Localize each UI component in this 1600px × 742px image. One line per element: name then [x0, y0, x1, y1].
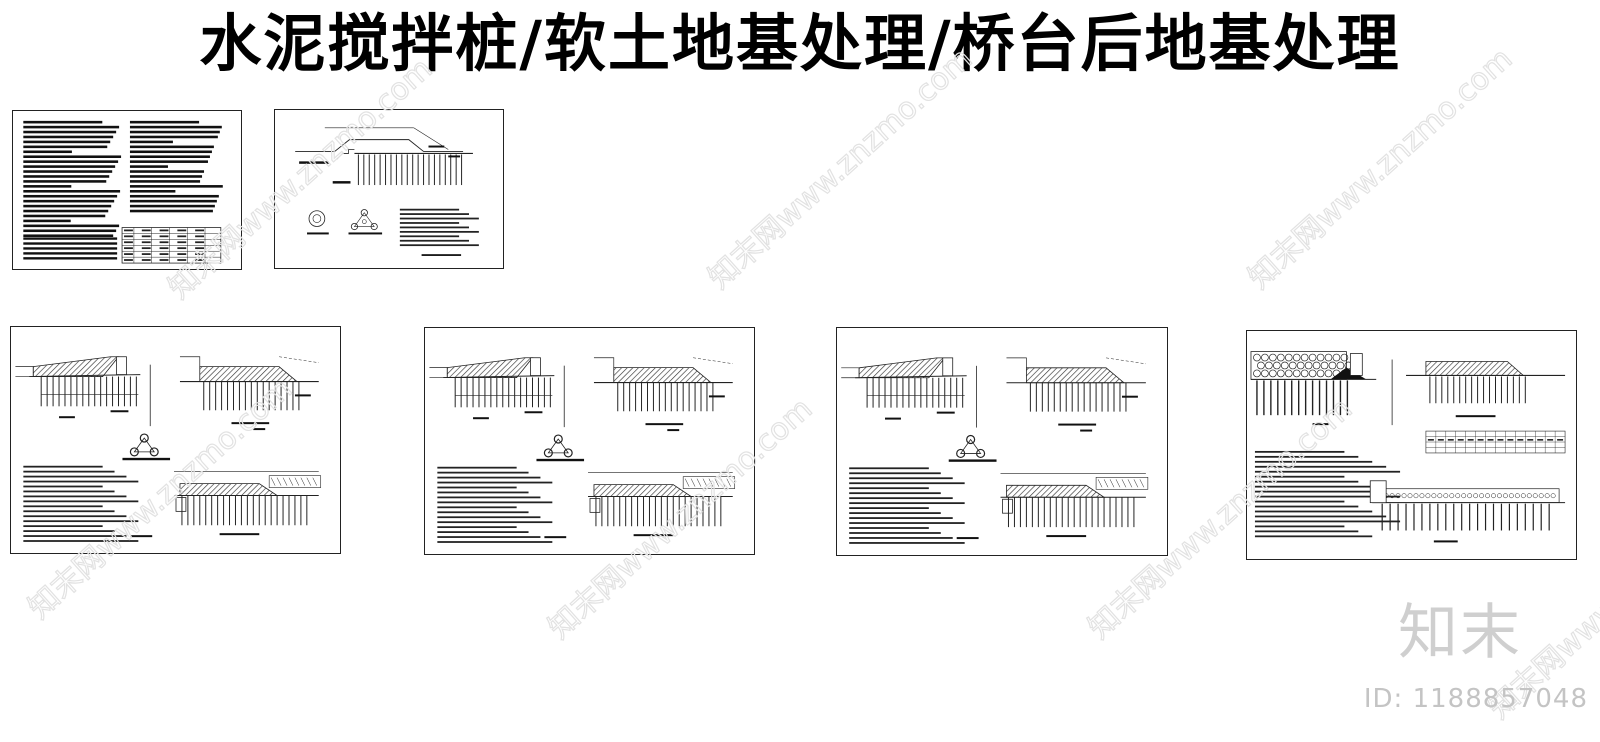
- drawing-sheet-notes[interactable]: [12, 110, 242, 270]
- drawing-sheet-section-1[interactable]: [10, 326, 341, 554]
- drawing-sheet-section-2[interactable]: [424, 327, 755, 555]
- section-drawing-3: [841, 357, 1149, 544]
- notes-drawing: [23, 120, 223, 264]
- drawing-sheet-section-3[interactable]: [836, 327, 1168, 556]
- id-label: ID: 1188857048: [1363, 684, 1588, 714]
- brand-logo: 知末: [1398, 598, 1522, 668]
- section-drawing-2: [429, 357, 736, 543]
- abutment-drawing: [1250, 351, 1566, 543]
- drawing-sheet-abutment[interactable]: [1246, 330, 1577, 560]
- page-title: 水泥搅拌桩/软土地基处理/桥台后地基处理: [199, 7, 1401, 80]
- drawing-sheet-plan[interactable]: [274, 109, 504, 269]
- plan-drawing: [295, 127, 479, 256]
- section-drawing-1: [15, 356, 322, 542]
